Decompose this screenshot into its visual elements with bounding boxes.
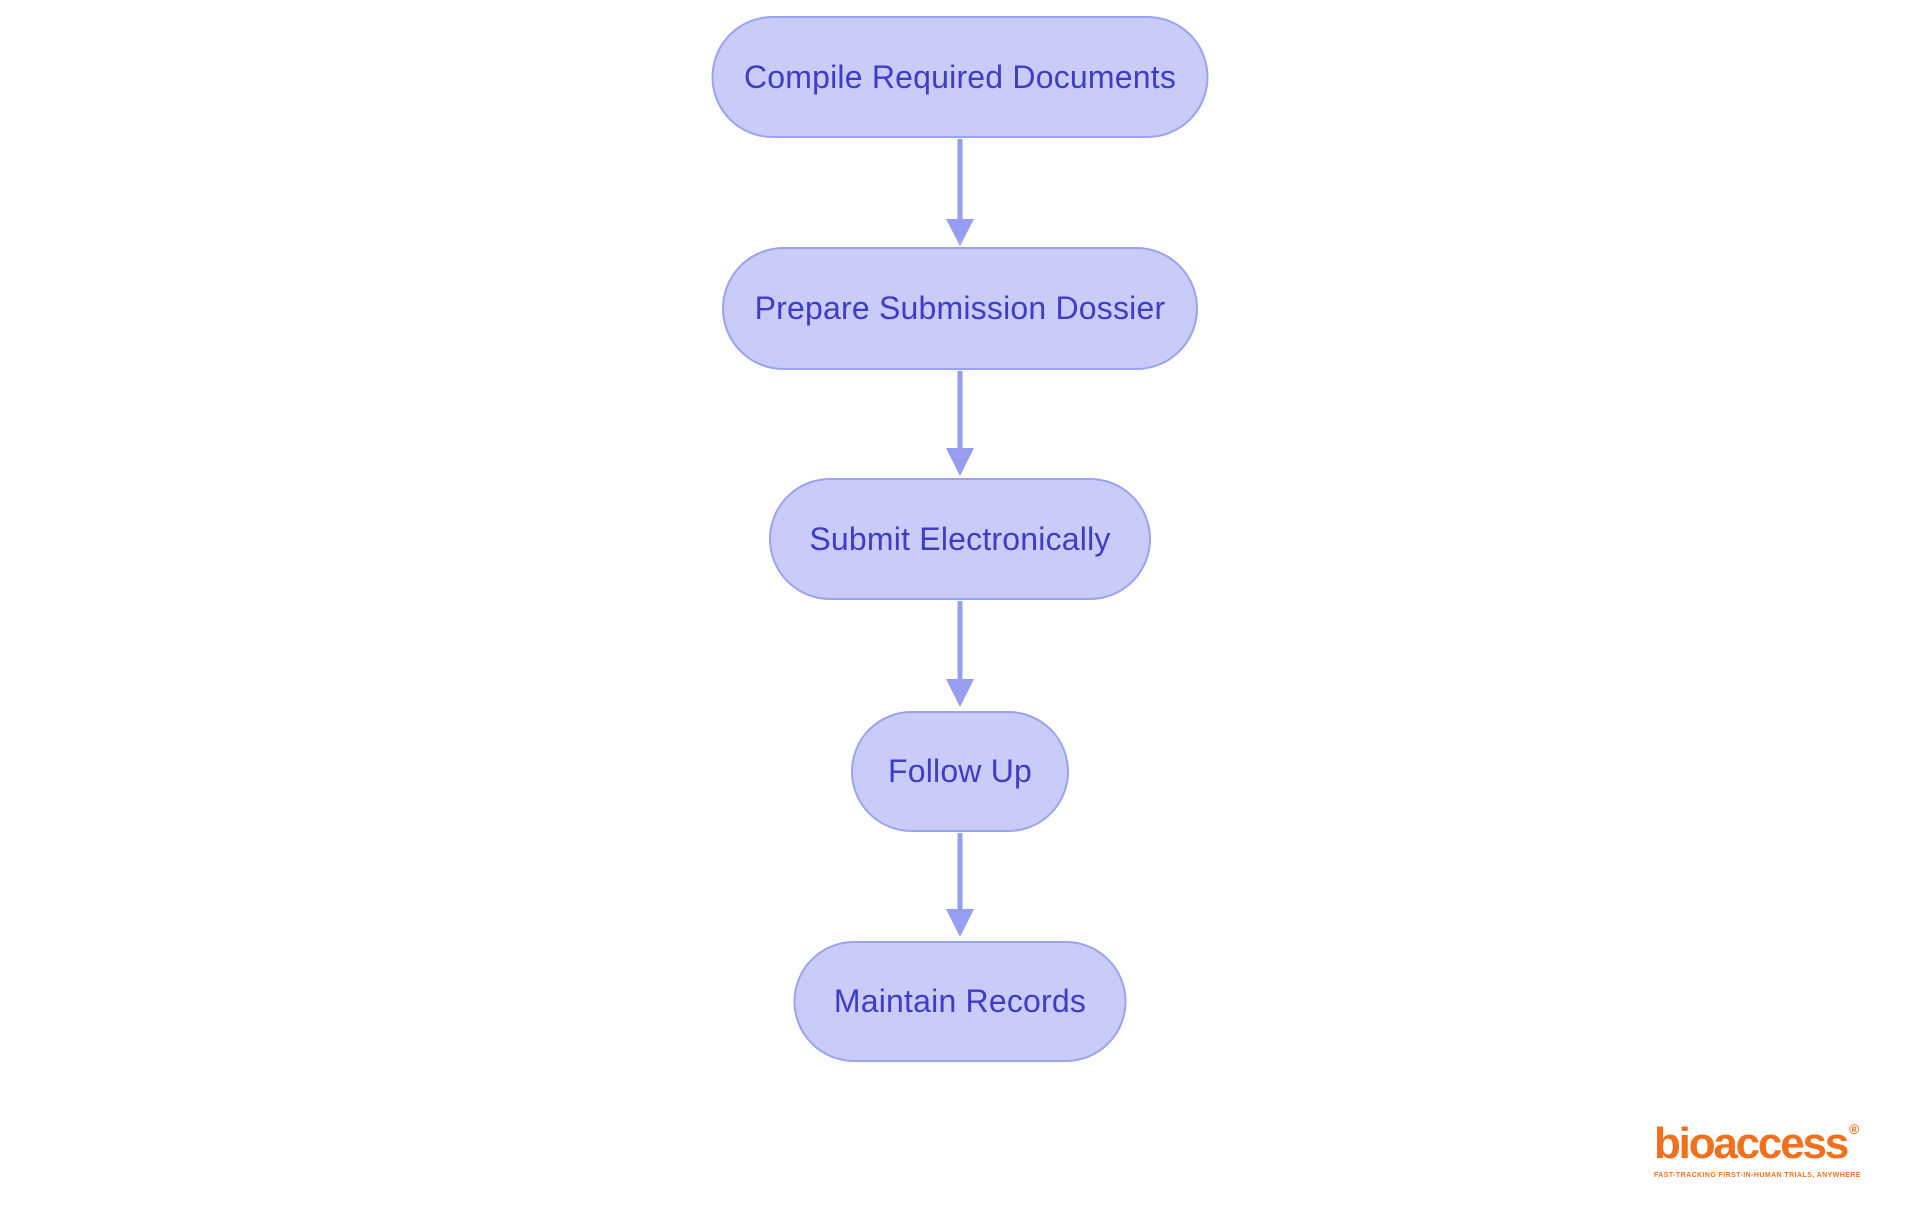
brand-wordmark-text: bioaccess (1654, 1119, 1849, 1168)
arrowhead-icon (946, 909, 974, 937)
brand-tagline: FAST-TRACKING FIRST-IN-HUMAN TRIALS, ANY… (1654, 1172, 1861, 1179)
flow-node-label: Prepare Submission Dossier (754, 290, 1166, 326)
flow-node-label: Compile Required Documents (743, 58, 1177, 95)
flow-node-compile-required-documents: Compile Required Documents (711, 16, 1209, 138)
flow-arrow-3 (946, 601, 974, 707)
flow-node-prepare-submission-dossier: Prepare Submission Dossier (722, 247, 1198, 370)
flow-node-maintain-records: Maintain Records (793, 941, 1127, 1062)
flow-node-submit-electronically: Submit Electronically (769, 478, 1151, 600)
flow-node-label: Follow Up (887, 753, 1033, 789)
brand-wordmark: bioaccess® (1654, 1122, 1861, 1166)
arrowhead-icon (946, 219, 974, 246)
registered-trademark-icon: ® (1849, 1121, 1860, 1138)
arrowhead-icon (946, 448, 974, 476)
brand-logo: bioaccess® FAST-TRACKING FIRST-IN-HUMAN … (1654, 1122, 1861, 1180)
flow-node-follow-up: Follow Up (851, 711, 1069, 832)
flow-arrow-2 (946, 371, 974, 476)
flow-arrow-4 (946, 833, 974, 937)
flow-arrow-1 (946, 139, 974, 246)
arrowhead-icon (946, 679, 974, 707)
flow-node-label: Submit Electronically (809, 520, 1111, 557)
flow-node-label: Maintain Records (833, 983, 1087, 1019)
